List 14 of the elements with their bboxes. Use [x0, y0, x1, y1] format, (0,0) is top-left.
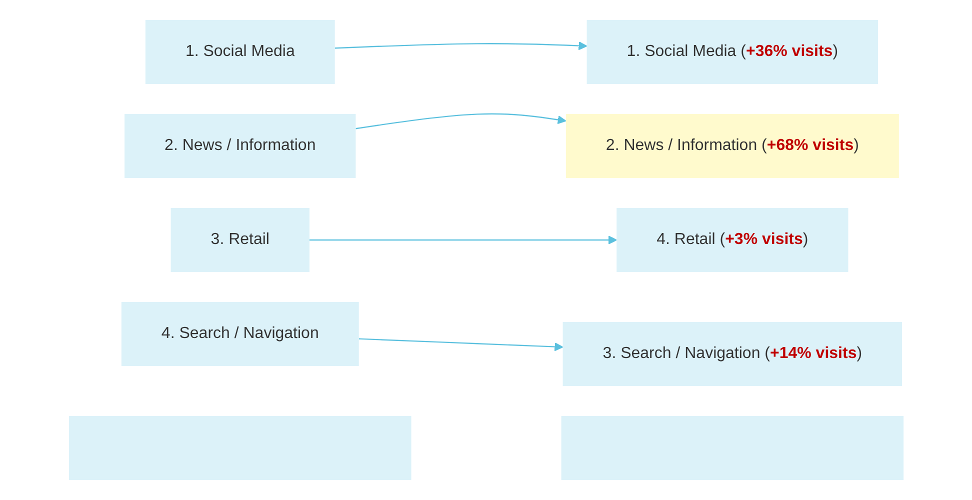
node-box: 1. Social Media (+36% visits) [586, 20, 878, 84]
node-box: 1. Social Media [145, 20, 335, 84]
arrow [358, 338, 563, 352]
node-box [561, 416, 904, 480]
node-box: 2. News / Information [124, 114, 356, 178]
node-box: 3. Retail [170, 208, 310, 272]
node-box [68, 416, 411, 480]
arrow [334, 41, 587, 50]
node-box: 2. News / Information (+68% visits) [566, 114, 899, 178]
node-box: 4. Search / Navigation [121, 302, 359, 366]
node-box: 4. Retail (+3% visits) [616, 208, 848, 272]
arrow [309, 236, 617, 244]
node-box: 3. Search / Navigation (+14% visits) [562, 322, 902, 386]
arrow [355, 113, 566, 130]
